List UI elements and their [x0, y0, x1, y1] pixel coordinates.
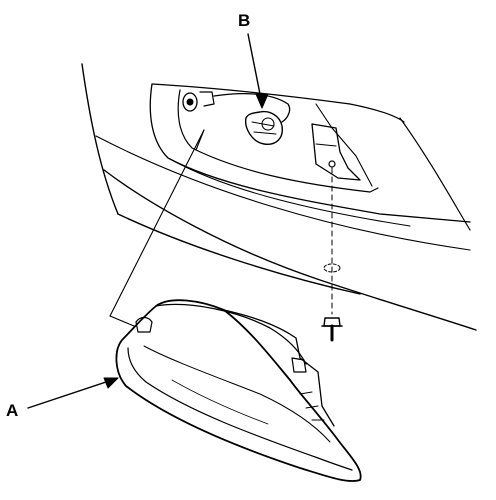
lens-inner-reflector	[143, 345, 331, 443]
bumper-light-recess	[149, 83, 471, 227]
recess-inner-rim	[177, 89, 379, 193]
bumper-body	[81, 63, 477, 331]
bumper-right-ridge	[399, 117, 471, 231]
lens-top-edge	[155, 303, 307, 365]
bracket-edge	[315, 143, 337, 147]
guide-line-left	[109, 129, 205, 317]
clip-ring	[182, 92, 198, 112]
connector-socket-cap	[261, 117, 275, 131]
lens-face-rim	[127, 347, 353, 471]
locating-clip	[182, 91, 215, 112]
bumper-top-edge	[81, 63, 119, 215]
connector-ribs	[251, 121, 277, 135]
bumper-upper-trim-line	[95, 135, 471, 251]
bumper-front-curve	[103, 169, 477, 331]
recess-outer-rim	[149, 83, 471, 223]
callout-label-b: B	[238, 11, 251, 30]
callout-leaders	[27, 33, 269, 409]
lens-highlight	[171, 379, 269, 425]
bumper-lower-edge	[117, 213, 361, 295]
lens-housing	[115, 299, 362, 482]
bumper-screw-hole	[323, 263, 341, 273]
guide-line-right	[195, 129, 205, 151]
connector-wire	[213, 92, 291, 123]
recess-lower-lip	[171, 159, 411, 227]
alignment-guide-lines	[109, 129, 205, 327]
bracket-body	[311, 123, 361, 181]
callout-label-a: A	[6, 401, 19, 420]
guide-line-bottom	[109, 315, 135, 327]
leader-arrowhead-b	[255, 93, 269, 109]
leader-line-b	[247, 33, 263, 105]
leader-line-a	[27, 379, 113, 409]
lens-side-ribs	[299, 391, 325, 421]
lens-locating-pin	[135, 316, 153, 333]
mounting-bracket	[311, 123, 361, 181]
recess-inner-side	[315, 103, 373, 187]
leader-arrowhead-a	[103, 377, 119, 389]
mounting-screw	[321, 167, 343, 342]
recess-top-rim	[151, 83, 405, 123]
lens-back-housing	[223, 309, 335, 427]
lens-mount-tab	[291, 357, 307, 373]
lens-outer-shell	[115, 299, 362, 482]
clip-tab	[199, 91, 215, 107]
clip-center	[186, 98, 194, 106]
bracket-screw-hole	[328, 160, 336, 168]
bulb-socket-connector	[213, 92, 291, 145]
connector-body	[245, 110, 283, 145]
